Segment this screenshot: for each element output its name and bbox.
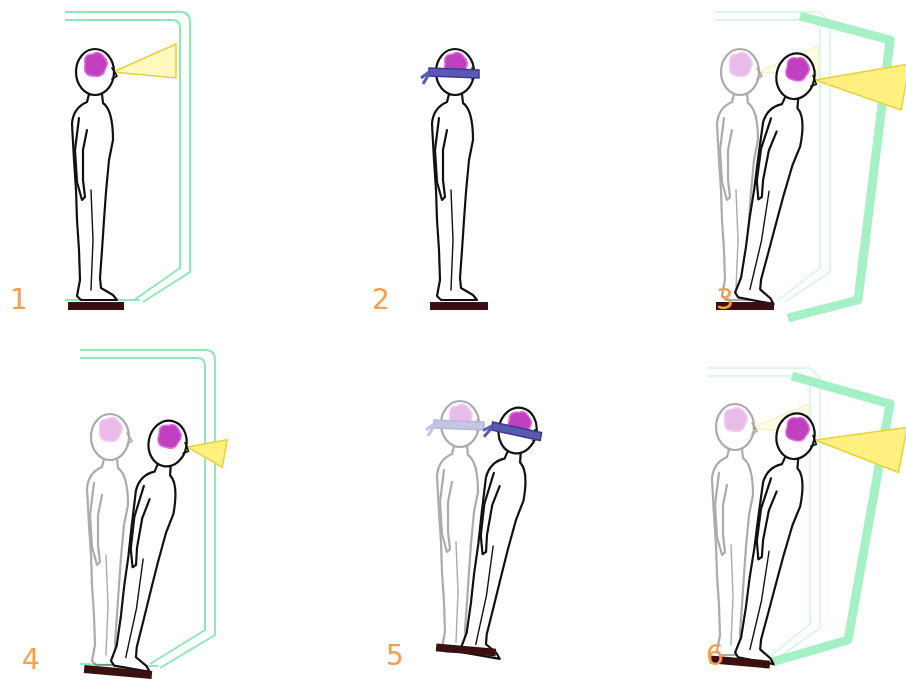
callout-number: 5 <box>386 642 404 670</box>
panel-5 <box>426 401 545 659</box>
callout-number: 6 <box>706 642 724 670</box>
panel-4 <box>80 350 229 679</box>
panel-3 <box>715 12 906 321</box>
callout-number: 4 <box>22 646 40 674</box>
callout-number: 1 <box>10 286 28 314</box>
panel-1 <box>65 12 190 310</box>
callout-number: 3 <box>716 286 734 314</box>
callout-number: 2 <box>372 286 390 314</box>
panel-2 <box>421 49 488 310</box>
panel-6 <box>708 368 906 681</box>
